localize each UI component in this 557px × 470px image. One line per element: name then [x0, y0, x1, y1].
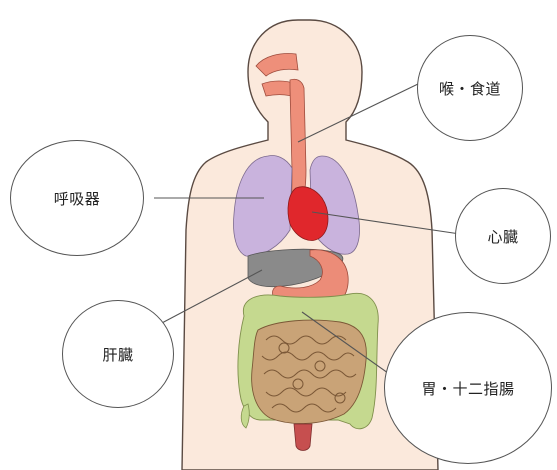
rectum — [294, 424, 312, 451]
label-stomach-duodenum: 胃・十二指腸 — [421, 378, 514, 399]
label-circle-throat: 喉・食道 — [417, 35, 523, 141]
label-circle-stomach: 胃・十二指腸 — [384, 312, 552, 464]
label-circle-heart: 心臓 — [455, 188, 551, 284]
label-circle-liver: 肝臓 — [62, 300, 174, 408]
label-liver: 肝臓 — [102, 344, 133, 365]
label-circle-respiratory: 呼吸器 — [10, 140, 144, 256]
label-heart: 心臓 — [487, 226, 518, 247]
label-throat-esophagus: 喉・食道 — [439, 78, 501, 99]
label-respiratory: 呼吸器 — [54, 188, 101, 209]
